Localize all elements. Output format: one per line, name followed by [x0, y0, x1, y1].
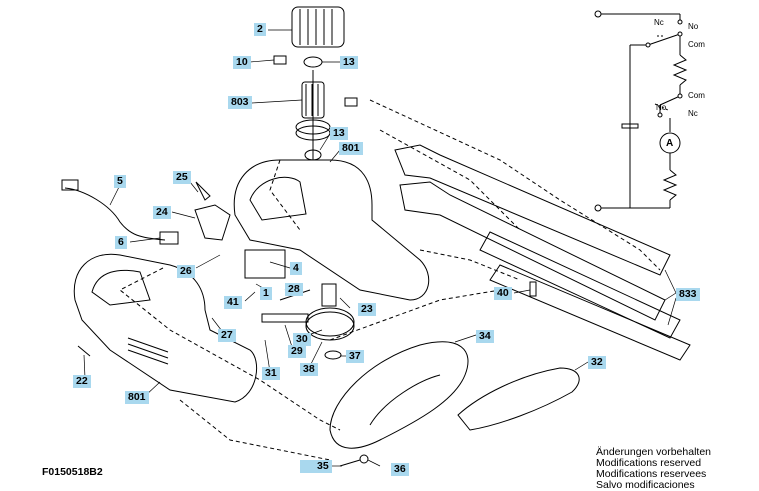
- schematic-terminals: [594, 10, 683, 212]
- circuit-label-no-bottom: No: [656, 103, 667, 112]
- label-part-801-bottom: 801: [125, 391, 149, 404]
- label-part-25: 25: [173, 171, 191, 184]
- notice-line-de: Änderungen vorbehalten: [596, 446, 712, 458]
- crank-pin: [321, 283, 337, 307]
- switch-trigger: [194, 204, 231, 241]
- blade-bar: [261, 313, 309, 323]
- label-part-5: 5: [114, 175, 126, 188]
- label-part-30: 30: [293, 333, 311, 346]
- notice-line-en: Modifications reserved: [596, 457, 702, 469]
- housing-left-half: [73, 253, 258, 403]
- label-part-29: 29: [288, 345, 306, 358]
- label-part-38: 38: [300, 363, 318, 376]
- blade-assembly: [394, 144, 691, 361]
- screw-22: [77, 345, 91, 357]
- housing-left-vents: [127, 337, 169, 365]
- circuit-label-no-top: No: [688, 22, 699, 31]
- label-part-2: 2: [254, 23, 266, 36]
- power-cable: [64, 187, 166, 241]
- label-part-803: 803: [228, 96, 252, 109]
- armature: [295, 70, 331, 160]
- circuit-motor-symbol: A: [666, 138, 674, 149]
- screw-35: [339, 459, 361, 467]
- switch-block: [244, 249, 286, 279]
- washer-36: [359, 454, 369, 464]
- bearing-top: [303, 56, 323, 68]
- notice-line-fr: Modifications reservees: [596, 468, 707, 480]
- housing-left-grip: [91, 269, 151, 306]
- label-part-22: 22: [73, 375, 91, 388]
- motor-stator: [291, 6, 345, 48]
- housing-right-half: [233, 159, 430, 301]
- label-part-4: 4: [290, 262, 302, 275]
- label-part-13-bottom: 13: [330, 127, 348, 140]
- circuit-label-com-top: Com: [688, 40, 705, 49]
- dashed-group-outlines: [119, 99, 661, 461]
- switch-lever: [195, 181, 211, 201]
- brush-holder-left: [273, 55, 287, 65]
- label-part-24: 24: [153, 206, 171, 219]
- label-part-13-top: 13: [340, 56, 358, 69]
- circuit-label-nc-top: Nc: [654, 18, 664, 27]
- label-part-35: 35: [300, 460, 332, 473]
- label-part-37: 37: [346, 350, 364, 363]
- circuit-label-nc-bottom: Nc: [688, 109, 698, 118]
- blade-bolt: [529, 281, 537, 297]
- notice-line-es: Salvo modificaciones: [596, 479, 695, 491]
- label-part-26: 26: [177, 265, 195, 278]
- wiring-schematic: [598, 13, 688, 209]
- cable-clamp: [159, 231, 179, 245]
- power-plug: [61, 179, 79, 191]
- hand-guard: [457, 367, 580, 431]
- drawing-code: F0150518B2: [42, 466, 103, 478]
- label-part-1: 1: [260, 287, 272, 300]
- label-part-32: 32: [588, 356, 606, 369]
- gear-wheel: [305, 311, 355, 341]
- label-part-31: 31: [262, 367, 280, 380]
- modification-notice: Änderungen vorbehalten Modifications res…: [596, 447, 711, 491]
- label-part-27: 27: [218, 329, 236, 342]
- circuit-label-com-mid: Com: [688, 91, 705, 100]
- label-part-28: 28: [285, 283, 303, 296]
- label-part-10: 10: [233, 56, 251, 69]
- washer: [324, 350, 342, 360]
- brush-holder-right: [344, 97, 358, 107]
- label-part-36: 36: [391, 463, 409, 476]
- leader-lines: [83, 29, 677, 467]
- label-part-801-top: 801: [339, 142, 363, 155]
- label-part-34: 34: [476, 330, 494, 343]
- front-handle: [329, 341, 469, 449]
- label-part-40: 40: [494, 287, 512, 300]
- label-part-833: 833: [676, 288, 700, 301]
- housing-right-inner: [249, 176, 307, 221]
- label-part-41: 41: [224, 296, 242, 309]
- label-part-23: 23: [358, 303, 376, 316]
- label-part-6: 6: [115, 236, 127, 249]
